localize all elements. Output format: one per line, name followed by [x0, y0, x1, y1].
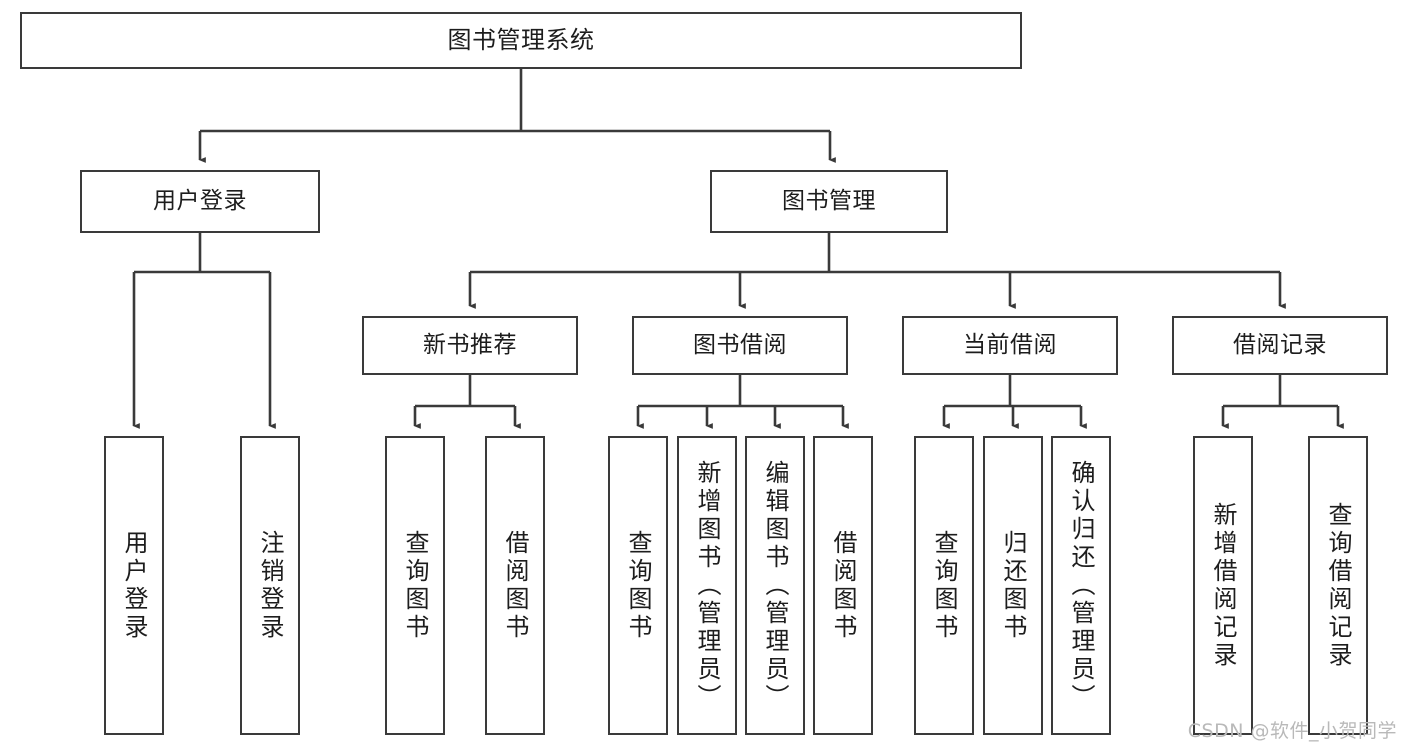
node-leaf-10[interactable]: 确认归还（管理员） [1051, 436, 1111, 735]
node-label: 用户登录 [120, 529, 148, 642]
node-label: 借阅图书 [501, 529, 529, 642]
node-level3-1[interactable]: 图书借阅 [632, 316, 848, 375]
node-level3-3[interactable]: 借阅记录 [1172, 316, 1388, 375]
node-leaf-6[interactable]: 编辑图书（管理员） [745, 436, 805, 735]
node-leaf-9[interactable]: 归还图书 [983, 436, 1043, 735]
node-label: 借阅记录 [1233, 331, 1327, 358]
node-label: 图书管理 [782, 187, 876, 214]
node-leaf-1[interactable]: 注销登录 [240, 436, 300, 735]
node-level2-0[interactable]: 用户登录 [80, 170, 320, 233]
node-level3-0[interactable]: 新书推荐 [362, 316, 578, 375]
node-label: 新书推荐 [423, 331, 517, 358]
node-label: 图书借阅 [693, 331, 787, 358]
node-label: 注销登录 [256, 529, 284, 642]
node-root[interactable]: 图书管理系统 [20, 12, 1022, 69]
node-leaf-2[interactable]: 查询图书 [385, 436, 445, 735]
node-level2-1[interactable]: 图书管理 [710, 170, 948, 233]
node-label: 图书管理系统 [447, 26, 595, 55]
node-label: 当前借阅 [963, 331, 1057, 358]
node-leaf-12[interactable]: 查询借阅记录 [1308, 436, 1368, 735]
node-leaf-3[interactable]: 借阅图书 [485, 436, 545, 735]
node-label: 编辑图书（管理员） [761, 459, 789, 712]
node-label: 借阅图书 [829, 529, 857, 642]
node-label: 查询借阅记录 [1324, 501, 1352, 670]
node-leaf-7[interactable]: 借阅图书 [813, 436, 873, 735]
node-label: 归还图书 [999, 529, 1027, 642]
node-label: 新增图书（管理员） [693, 459, 721, 712]
node-label: 查询图书 [930, 529, 958, 642]
node-leaf-8[interactable]: 查询图书 [914, 436, 974, 735]
node-label: 查询图书 [401, 529, 429, 642]
node-label: 查询图书 [624, 529, 652, 642]
node-label: 确认归还（管理员） [1067, 459, 1095, 712]
node-leaf-0[interactable]: 用户登录 [104, 436, 164, 735]
node-label: 新增借阅记录 [1209, 501, 1237, 670]
node-label: 用户登录 [153, 187, 247, 214]
node-leaf-4[interactable]: 查询图书 [608, 436, 668, 735]
node-leaf-11[interactable]: 新增借阅记录 [1193, 436, 1253, 735]
node-level3-2[interactable]: 当前借阅 [902, 316, 1118, 375]
node-leaf-5[interactable]: 新增图书（管理员） [677, 436, 737, 735]
